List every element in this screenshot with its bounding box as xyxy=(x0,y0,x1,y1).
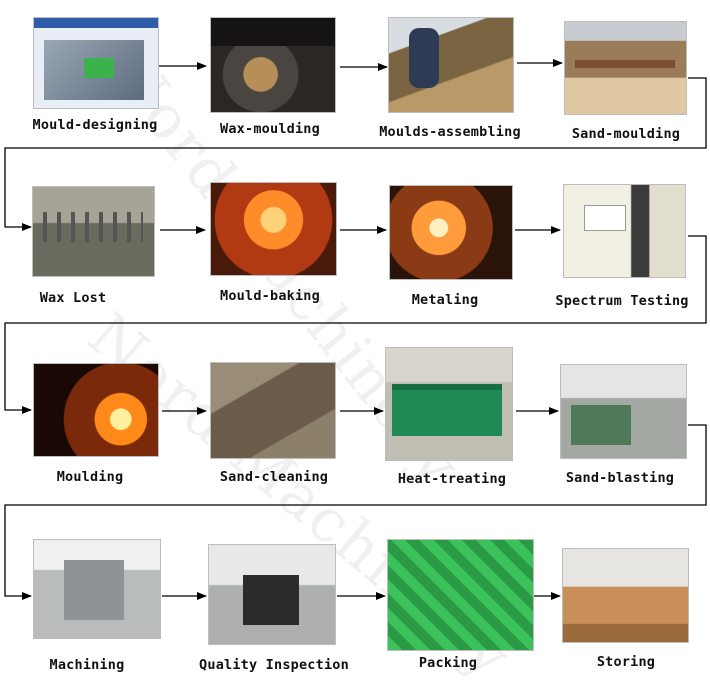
step-sand-moulding-photo xyxy=(565,22,686,114)
step-wax-lost-photo xyxy=(33,187,154,276)
step-label-sand-moulding: Sand-moulding xyxy=(571,126,681,142)
step-label-machining: Machining xyxy=(49,657,125,673)
step-moulding-photo xyxy=(34,364,158,456)
step-spectrum-testing-photo xyxy=(564,185,685,277)
step-label-heat-treating: Heat-treating xyxy=(397,471,507,487)
step-moulds-assembling-photo xyxy=(389,18,513,112)
step-wax-moulding-photo xyxy=(211,18,335,112)
step-label-mould-baking: Mould-baking xyxy=(220,288,320,304)
step-label-packing: Packing xyxy=(418,655,478,671)
step-mould-designing-photo xyxy=(34,18,158,108)
step-label-metaling: Metaling xyxy=(411,292,479,308)
step-mould-baking-photo xyxy=(211,183,336,275)
step-machining-photo xyxy=(34,540,160,638)
step-label-spectrum-testing: Spectrum Testing xyxy=(555,293,689,309)
step-sand-blasting-photo xyxy=(561,365,686,458)
step-label-wax-lost: Wax Lost xyxy=(39,290,107,306)
step-packing-photo xyxy=(388,540,533,650)
step-label-sand-blasting: Sand-blasting xyxy=(565,470,675,486)
step-heat-treating-photo xyxy=(386,348,512,460)
step-quality-inspection-photo xyxy=(209,545,335,644)
step-label-mould-designing: Mould-designing xyxy=(32,117,158,133)
step-label-quality-inspection: Quality Inspection xyxy=(199,657,349,673)
step-label-sand-cleaning: Sand-cleaning xyxy=(219,469,329,485)
step-sand-cleaning-photo xyxy=(211,363,335,458)
step-metaling-photo xyxy=(390,186,512,279)
step-label-moulding: Moulding xyxy=(56,469,124,485)
step-storing-photo xyxy=(563,549,688,642)
step-label-moulds-assembling: Moulds-assembling xyxy=(379,124,521,140)
step-label-storing: Storing xyxy=(596,654,656,670)
step-label-wax-moulding: Wax-moulding xyxy=(220,121,320,137)
